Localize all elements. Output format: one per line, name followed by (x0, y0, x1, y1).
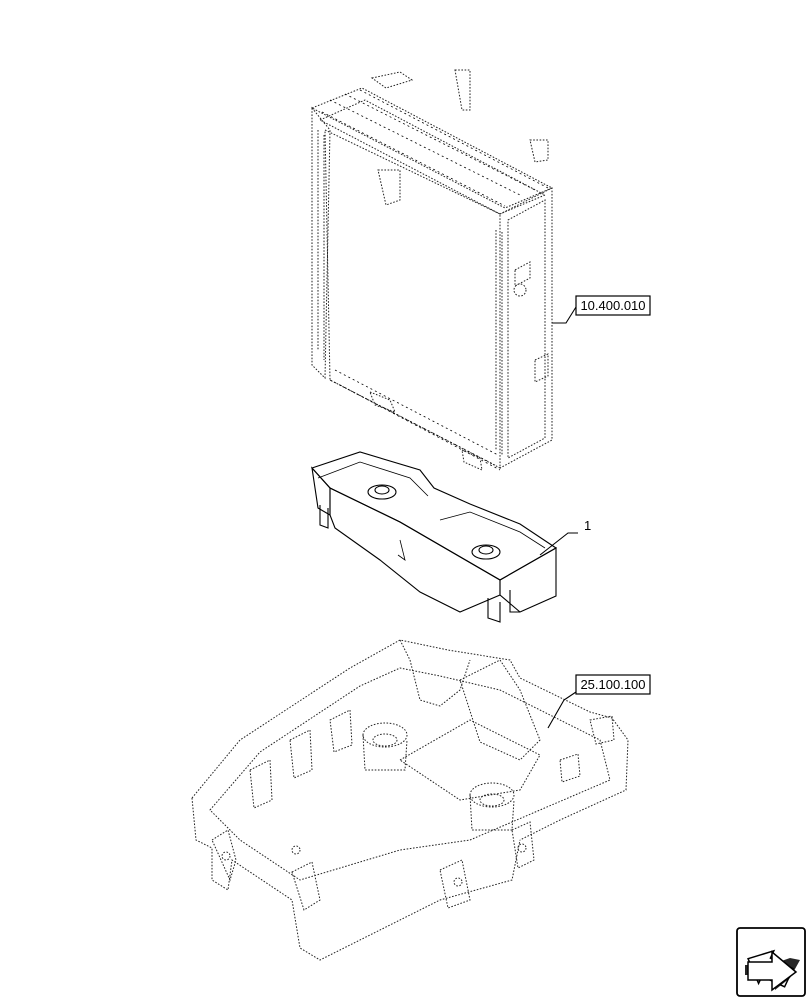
radiator-callout: 10.400.010 (552, 295, 651, 324)
prev-page-arrow-icon[interactable] (736, 927, 806, 997)
item-1-callout: 1 (539, 518, 591, 556)
frame-ref-box (575, 674, 651, 695)
radiator-assembly (310, 69, 554, 471)
front-frame (191, 639, 629, 961)
frame-callout: 25.100.100 (547, 674, 651, 729)
item-1-label: 1 (584, 518, 591, 533)
radiator-support-bracket (311, 451, 558, 623)
frame-ref-label: 25.100.100 (580, 677, 645, 692)
radiator-ref-label: 10.400.010 (580, 298, 645, 313)
radiator-ref-box (575, 295, 651, 316)
